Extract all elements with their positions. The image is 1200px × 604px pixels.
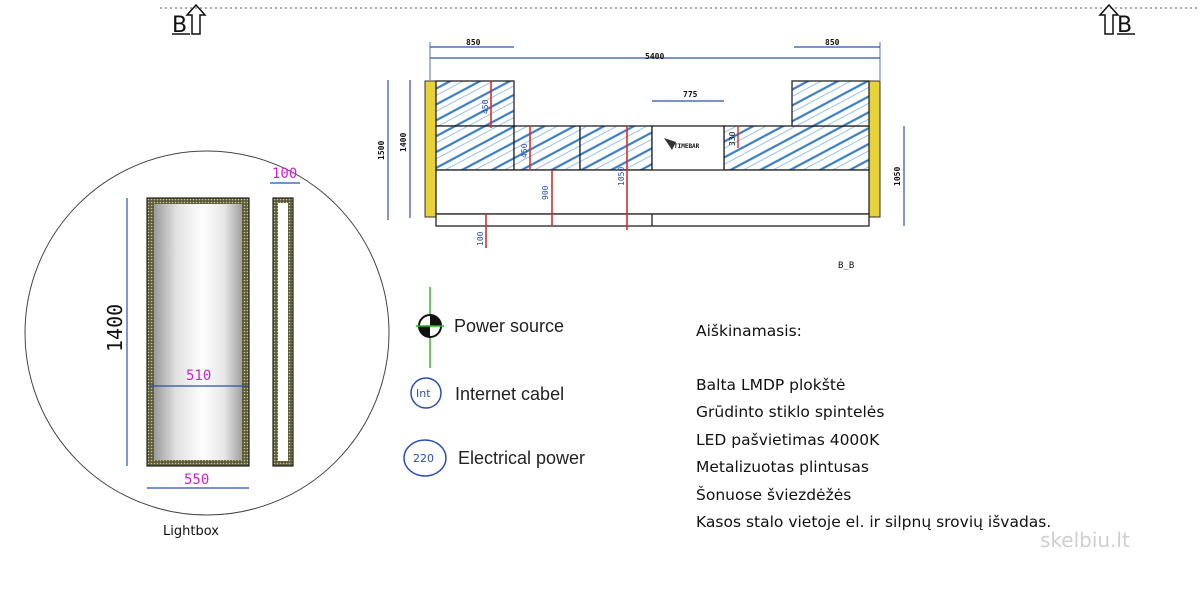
section-marker-right: B [1098, 3, 1135, 38]
legend-icons [403, 287, 447, 477]
dim-label-red-top-left: 450 [481, 99, 490, 114]
glass-cabinet-top-right [791, 80, 870, 127]
counter-elevation [387, 42, 905, 248]
notes-item: Metalizuotas plintusas [696, 458, 869, 476]
section-marker-right-label: B [1117, 13, 1132, 38]
dim-label-overall: 5400 [645, 52, 664, 61]
dim-label-red-tall: 1050 [617, 167, 626, 186]
glass-cabinet-right [723, 125, 870, 171]
dim-label-red-bottom: 100 [476, 231, 485, 246]
dim-label-left-outer: 1500 [377, 141, 386, 160]
notes-item: Kasos stalo vietoje el. ir silpnų srovių… [696, 513, 1052, 531]
notes-item: Balta LMDP plokštė [696, 375, 846, 394]
dim-label-left-inner: 1400 [399, 133, 408, 152]
lightbox-depth-label: 100 [272, 166, 297, 182]
internet-symbol: Int [416, 387, 431, 400]
notes-title: Aiškinamasis: [696, 322, 802, 340]
glass-cabinet-top-left [435, 80, 515, 127]
lightbox-detail [24, 150, 390, 516]
legend-power-source: Power source [454, 316, 565, 336]
power-source-icon [416, 314, 444, 338]
notes-item: LED pašvietimas 4000K [696, 430, 880, 449]
detail-circle [24, 150, 390, 516]
lightbox-outer-width-label: 550 [184, 472, 209, 488]
section-arrow-left-icon [185, 3, 207, 35]
section-marker-left-label: B [172, 13, 187, 38]
left-lightbox-panel [424, 80, 437, 218]
lightbox-caption: Lightbox [163, 524, 219, 539]
timebar-logo-text: TIMEBAR [674, 143, 700, 150]
section-marker-left: B [172, 3, 207, 38]
notes-item: Grūdinto stiklo spintelės [696, 403, 885, 421]
view-label: B_B [838, 261, 854, 271]
notes-block: Aiškinamasis: Balta LMDP plokštė Grūdint… [696, 318, 1051, 537]
dim-label-red-lower: 900 [541, 185, 550, 200]
dim-label-right: 1050 [893, 167, 902, 186]
glass-cabinet-mid-2 [579, 125, 653, 171]
timebar-logo-icon [664, 138, 676, 150]
legend-internet-cable: Internet cabel [455, 384, 565, 404]
internet-cable-icon [410, 377, 442, 409]
dim-label-top-right: 850 [825, 38, 840, 47]
dim-label-center: 775 [683, 90, 698, 99]
lightbox-inner-width-label: 510 [186, 368, 211, 384]
electrical-power-icon [403, 439, 447, 477]
lightbox-height-label: 1400 [103, 304, 127, 352]
right-lightbox-panel [868, 80, 881, 218]
section-arrow-right-icon [1098, 3, 1120, 35]
legend-electrical-power: Electrical power [458, 448, 586, 468]
lightbox-glow [154, 204, 242, 460]
notes-item: Šonuose šviezdėžės [696, 485, 852, 504]
glass-cabinet-left [435, 125, 515, 171]
dim-label-top-left: 850 [466, 38, 481, 47]
dim-label-red-center: 330 [728, 131, 737, 146]
dim-label-red-mid: 450 [520, 143, 529, 158]
base-counter [435, 169, 870, 215]
watermark: skelbiu.lt [1040, 528, 1130, 552]
electrical-symbol: 220 [413, 452, 434, 465]
